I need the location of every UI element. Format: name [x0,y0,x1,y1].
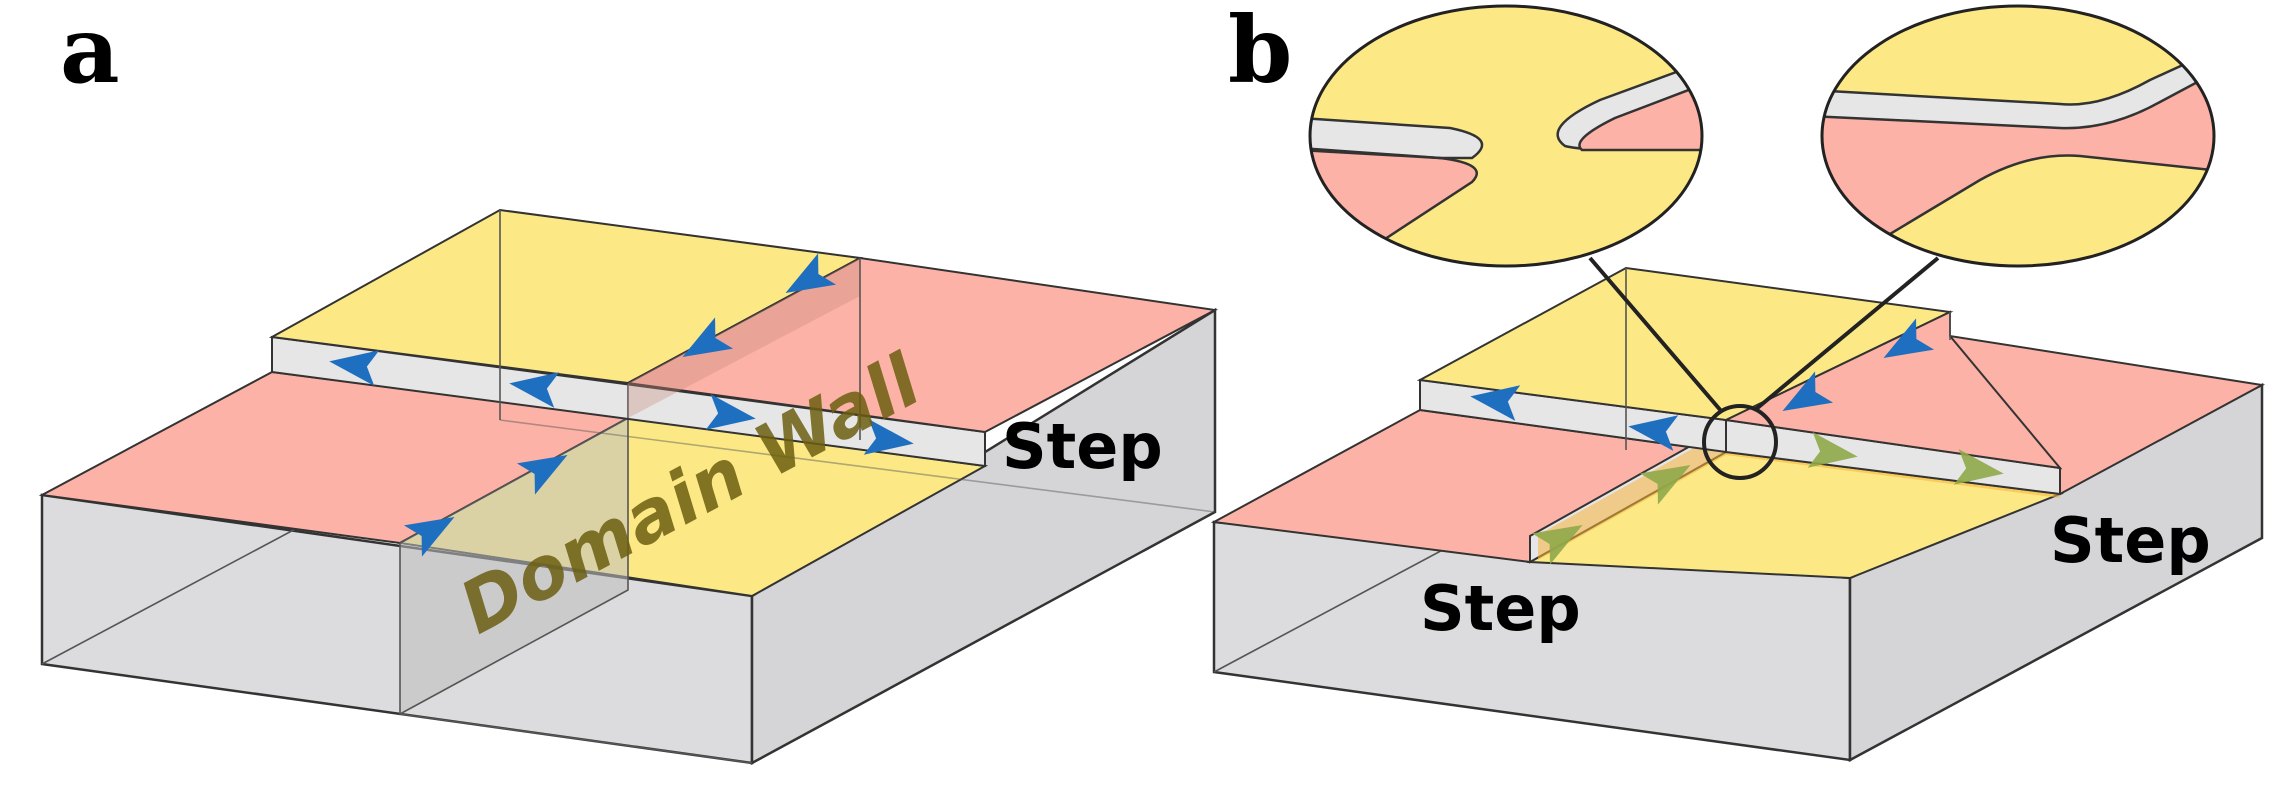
panel-b-letter: b [1228,0,1292,104]
zoom-line-left [1588,256,1724,414]
panel-a-letter: a [60,0,120,104]
panel-a: a Domain Wall Step [38,0,1219,766]
arrow-head-icon [682,317,734,357]
domain-wall-plane-upper [628,258,860,418]
arrow-head-icon [1807,432,1858,468]
arrow-head-icon [705,394,756,430]
arrow-head-icon [1531,525,1583,565]
arrow-head-icon [1628,415,1679,451]
arrow-head-icon [1953,449,2004,485]
panel-b-step-label-front: Step [1420,572,1581,645]
arrow-head-icon [863,419,914,455]
arrow-head-icon [516,455,568,495]
arrow-head-icon [785,253,837,293]
arrow-head-icon [403,517,455,557]
arrow-head-icon [1883,318,1935,358]
arrow-head-icon [1470,385,1521,421]
arrow-head-icon [1782,371,1834,411]
magnifier-circle-icon [1702,404,1778,480]
panel-a-upper-pink [624,256,1219,434]
zoom-bubble-right [1820,4,2216,268]
panel-a-right-face [750,307,1217,766]
zoom-line-right [1753,256,1940,412]
panel-b-step-label-right: Step [2050,504,2211,577]
arrow-head-icon [1639,465,1691,505]
arrow-head-icon [509,372,560,408]
panel-b: b [1210,0,2266,763]
zoom-bubble-left [1308,4,1704,268]
arrow-head-icon [329,350,380,386]
panel-a-step-label: Step [1002,410,1163,483]
